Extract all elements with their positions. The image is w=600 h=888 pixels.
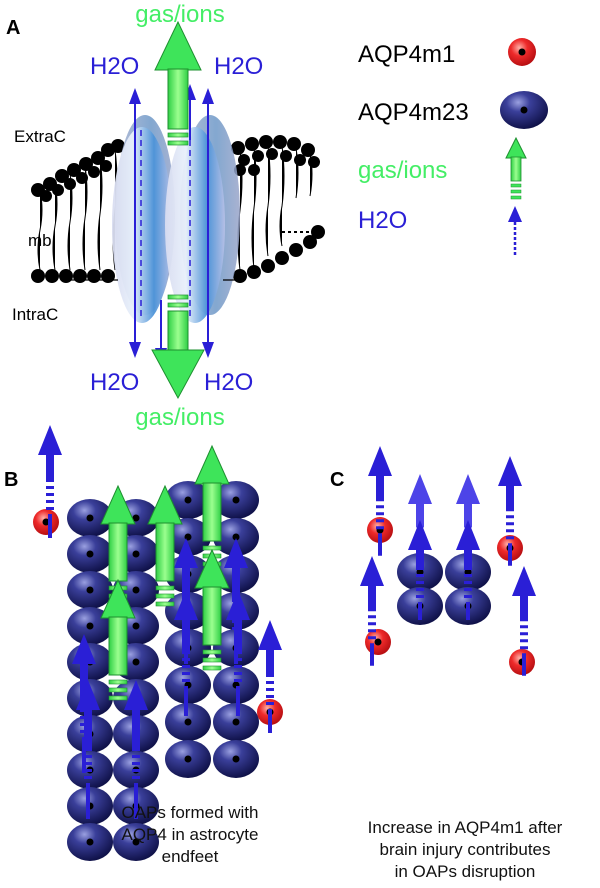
water-flow-arrow — [498, 456, 522, 566]
label-h2o-bottom-left: H2O — [90, 369, 139, 396]
label-extracellular: ExtraC — [14, 127, 66, 146]
lipid-bilayer-left — [31, 139, 125, 283]
aqp4m23-icon — [500, 91, 548, 129]
aqp4m1-icon — [508, 38, 536, 66]
water-flow-arrow — [226, 590, 250, 716]
water-flow-arrow — [258, 620, 282, 733]
aqp4m23-tetramer — [165, 703, 211, 741]
caption-b-line-2: AQP4 in astrocyte — [121, 825, 259, 844]
water-flow-arrow — [174, 590, 198, 716]
panel-b-oap-cluster — [33, 425, 283, 861]
caption-b-line-3: endfeet — [161, 847, 219, 866]
caption-c-line-3: in OAPs disruption — [394, 862, 536, 881]
lipid-bilayer-right — [231, 135, 325, 283]
water-flow-arrow — [38, 425, 62, 538]
water-flow-arrow — [360, 556, 384, 666]
label-h2o-top-right: H2O — [214, 53, 263, 80]
aqp4m23-tetramer — [213, 740, 259, 778]
legend-label-aqp4m1: AQP4m1 — [358, 41, 455, 68]
label-membrane: mb — [28, 231, 52, 250]
panel-label-c: C — [330, 469, 344, 491]
aqp4m23-tetramer — [165, 740, 211, 778]
water-flow-arrow — [124, 680, 148, 819]
legend-label-gas-ions: gas/ions — [358, 157, 447, 184]
gas-flow-arrow — [147, 484, 183, 607]
panel-c-oap-disruption — [360, 446, 536, 676]
aqp4m1-tetramer — [365, 629, 391, 655]
panel-label-b: B — [4, 469, 18, 491]
caption-b: OAPs formed with AQP4 in astrocyte endfe… — [60, 802, 320, 868]
aqp4m23-tetramer — [213, 703, 259, 741]
label-gas-ions-bottom: gas/ions — [135, 404, 224, 431]
h2o-arrow-icon — [508, 206, 522, 256]
caption-b-line-1: OAPs formed with — [121, 803, 259, 822]
label-gas-ions-top: gas/ions — [135, 1, 224, 28]
panel-label-a: A — [6, 17, 20, 39]
aqp4m23-tetramer — [397, 553, 443, 591]
aqp4m23-tetramer — [113, 823, 159, 861]
gas-flow-arrows-a — [151, 20, 205, 400]
legend-label-h2o: H2O — [358, 207, 407, 234]
label-h2o-top-left: H2O — [90, 53, 139, 80]
label-intracellular: IntraC — [12, 305, 58, 324]
gas-flow-arrow — [100, 578, 136, 701]
gas-flow-arrow — [194, 548, 230, 671]
aquaporin-channel — [62, 115, 245, 323]
water-flow-arrow — [456, 520, 480, 620]
aqp4m23-tetramer — [213, 518, 259, 556]
caption-c: Increase in AQP4m1 after brain injury co… — [330, 817, 600, 883]
aqp4m23-tetramer — [165, 481, 211, 519]
aqp4m23-tetramer — [445, 553, 491, 591]
gas-ions-arrow-icon — [505, 136, 527, 200]
water-flow-arrow — [512, 566, 536, 676]
aqp4m23-tetramer — [213, 481, 259, 519]
water-flow-arrow — [408, 520, 432, 620]
aqp4m1-tetramer — [33, 509, 59, 535]
caption-c-line-2: brain injury contributes — [379, 840, 551, 859]
label-h2o-bottom-right: H2O — [204, 369, 253, 396]
aqp4m23-tetramer — [67, 499, 113, 537]
aqp4m23-tetramer — [67, 535, 113, 573]
water-flow-arrow — [76, 680, 100, 819]
caption-c-line-1: Increase in AQP4m1 after — [367, 818, 563, 837]
legend-label-aqp4m23: AQP4m23 — [358, 99, 469, 126]
water-flow-arrow — [368, 446, 392, 556]
aqp4m23-tetramer — [67, 571, 113, 609]
legend: AQP4m1 AQP4m23 gas/ions H2O — [358, 38, 548, 256]
aqp4m23-tetramer — [67, 823, 113, 861]
